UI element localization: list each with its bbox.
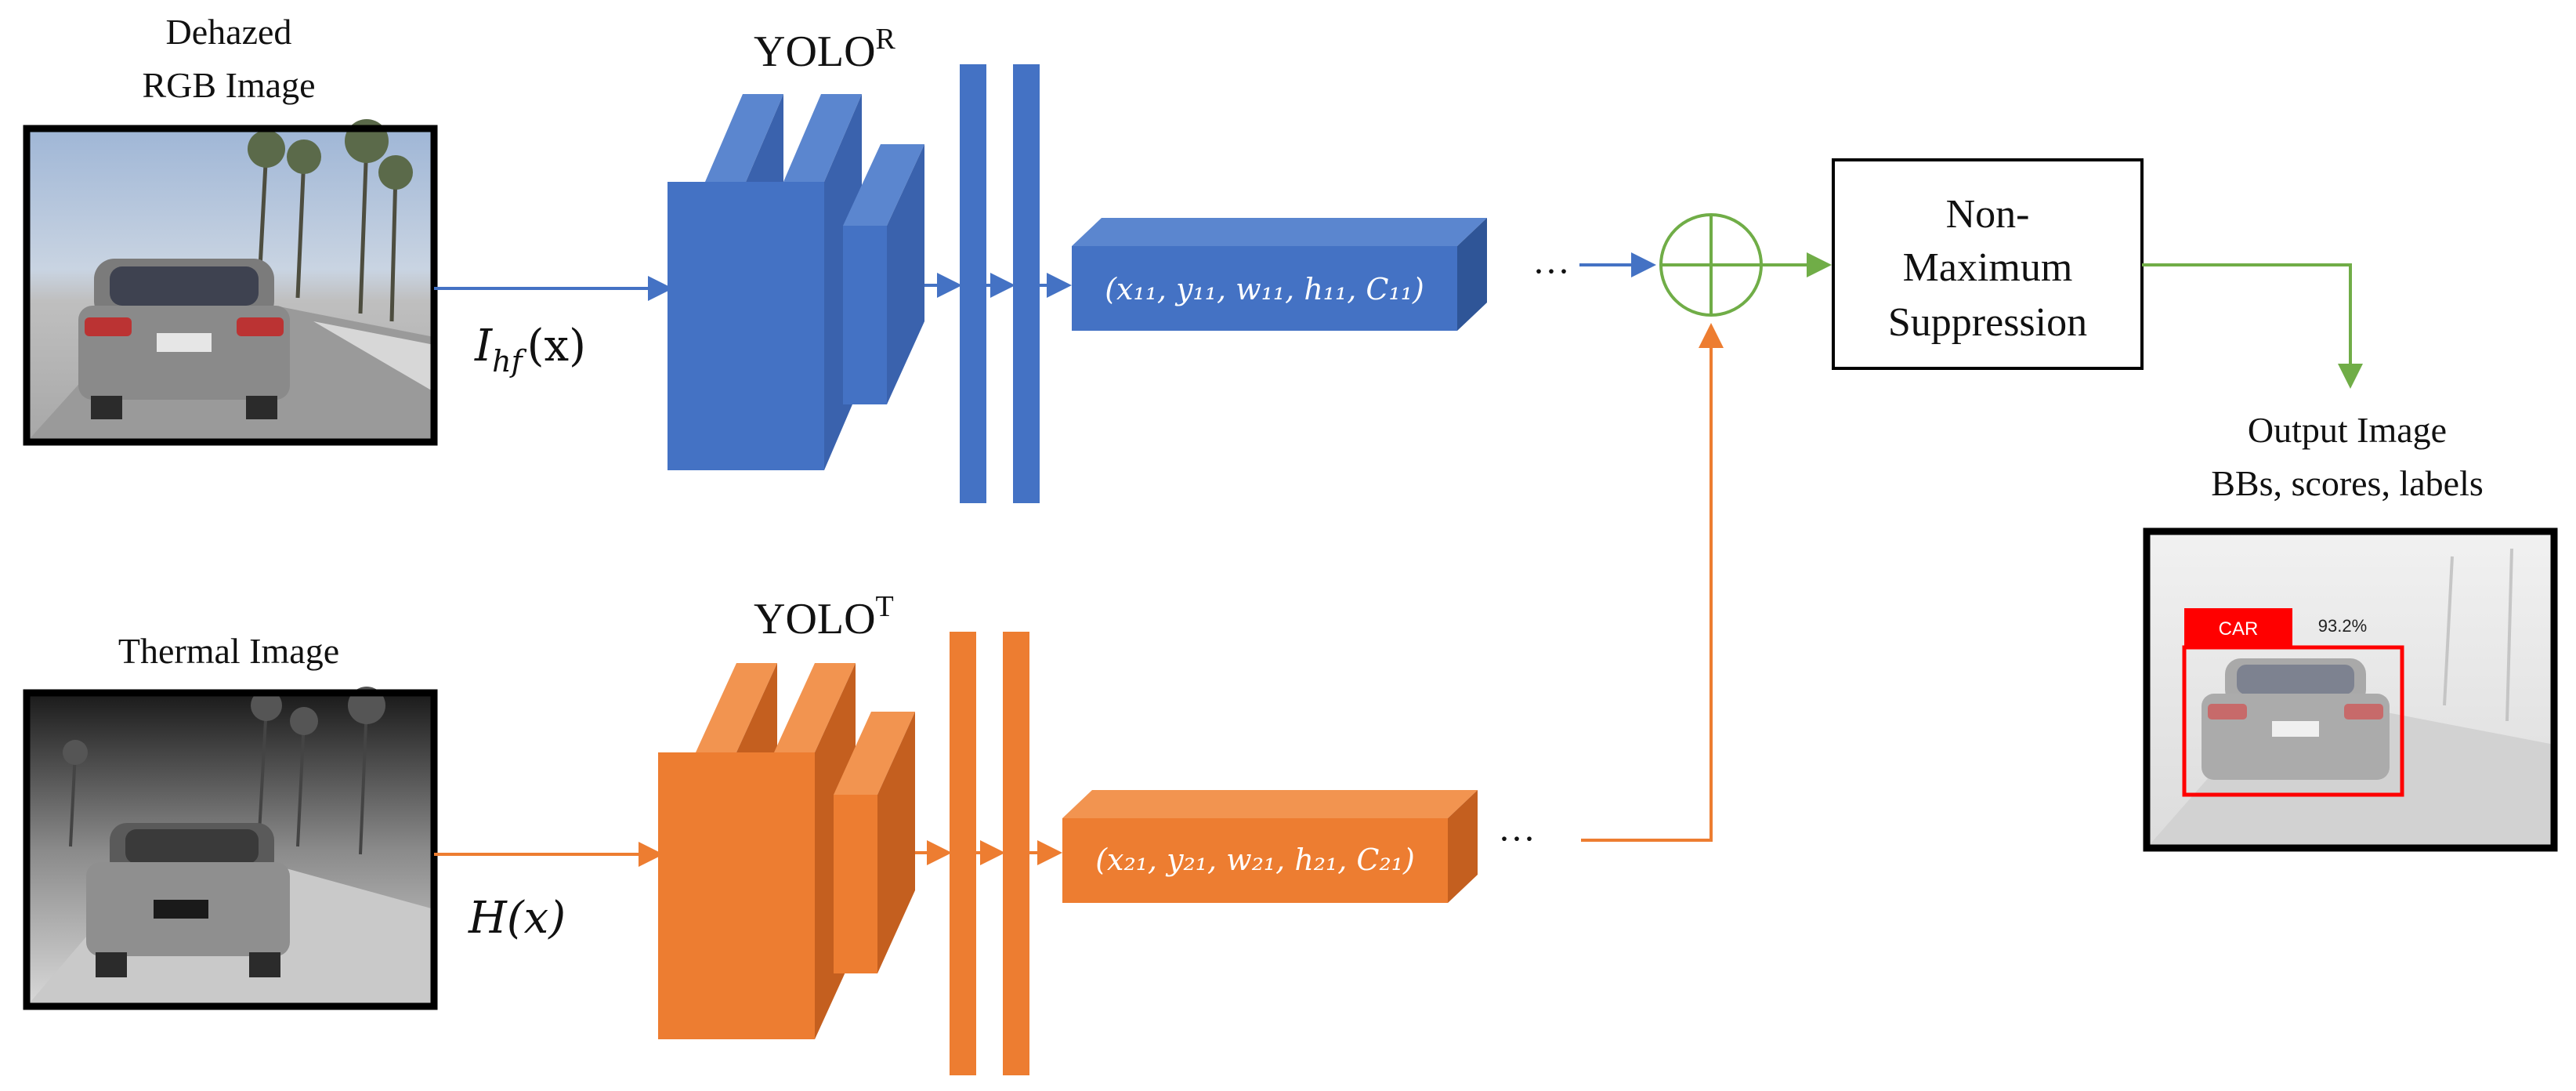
nms-label-line3: Suppression [1888,300,2087,345]
rgb-ellipsis: ··· [1532,251,1570,292]
rgb-output-vector: (x₁₁, y₁₁, w₁₁, h₁₁, C₁₁) [1105,272,1424,306]
thermal-output-vector: (x₂₁, y₂₁, w₂₁, h₂₁, C₂₁) [1095,843,1415,877]
nms-box: Non- Maximum Suppression [1832,158,2144,370]
thermal-fc-bar-1 [950,632,976,1075]
yolo-rgb-title: YOLOR [754,23,896,76]
thermal-fc-bar-2 [1003,632,1029,1075]
thermal-function-label: H(x) [468,893,566,944]
circle-plus-icon [1659,213,1763,317]
nms-label-line2: Maximum [1903,245,2073,290]
output-label-line2: BBs, scores, labels [2211,463,2484,503]
detection-class-label: CAR [2219,618,2259,640]
yolo-thermal-network [658,632,1029,1075]
thermal-ellipsis: ··· [1498,818,1536,860]
rgb-fc-bar-2 [1013,64,1040,503]
rgb-input-label-line1: Dehazed [166,12,292,52]
thermal-input-label: Thermal Image [118,631,339,671]
thermal-input-image [23,687,438,1010]
yolo-thermal-title: YOLOT [754,590,894,643]
nms-to-output-arrow [2142,263,2363,389]
yolo-rgb-network [668,64,1040,503]
rgb-output-tensor: (x₁₁, y₁₁, w₁₁, h₁₁, C₁₁) [1072,218,1487,331]
thermal-output-tensor: (x₂₁, y₂₁, w₂₁, h₂₁, C₂₁) [1062,790,1478,903]
detection-score: 93.2% [2318,616,2367,636]
rgb-input-image [23,119,438,446]
rgb-input-label-line2: RGB Image [142,65,315,105]
rgb-fc-bar-1 [960,64,986,503]
detection-bounding-box [2182,645,2404,797]
detection-label-tag [2184,608,2292,647]
thermal-to-fusion-arrow [1581,323,1724,842]
rgb-function-label: Ihf(x) [474,321,586,379]
output-image: CAR 93.2% [2143,527,2558,852]
nms-label-line1: Non- [1946,192,2030,237]
output-label-line1: Output Image [2248,410,2447,450]
